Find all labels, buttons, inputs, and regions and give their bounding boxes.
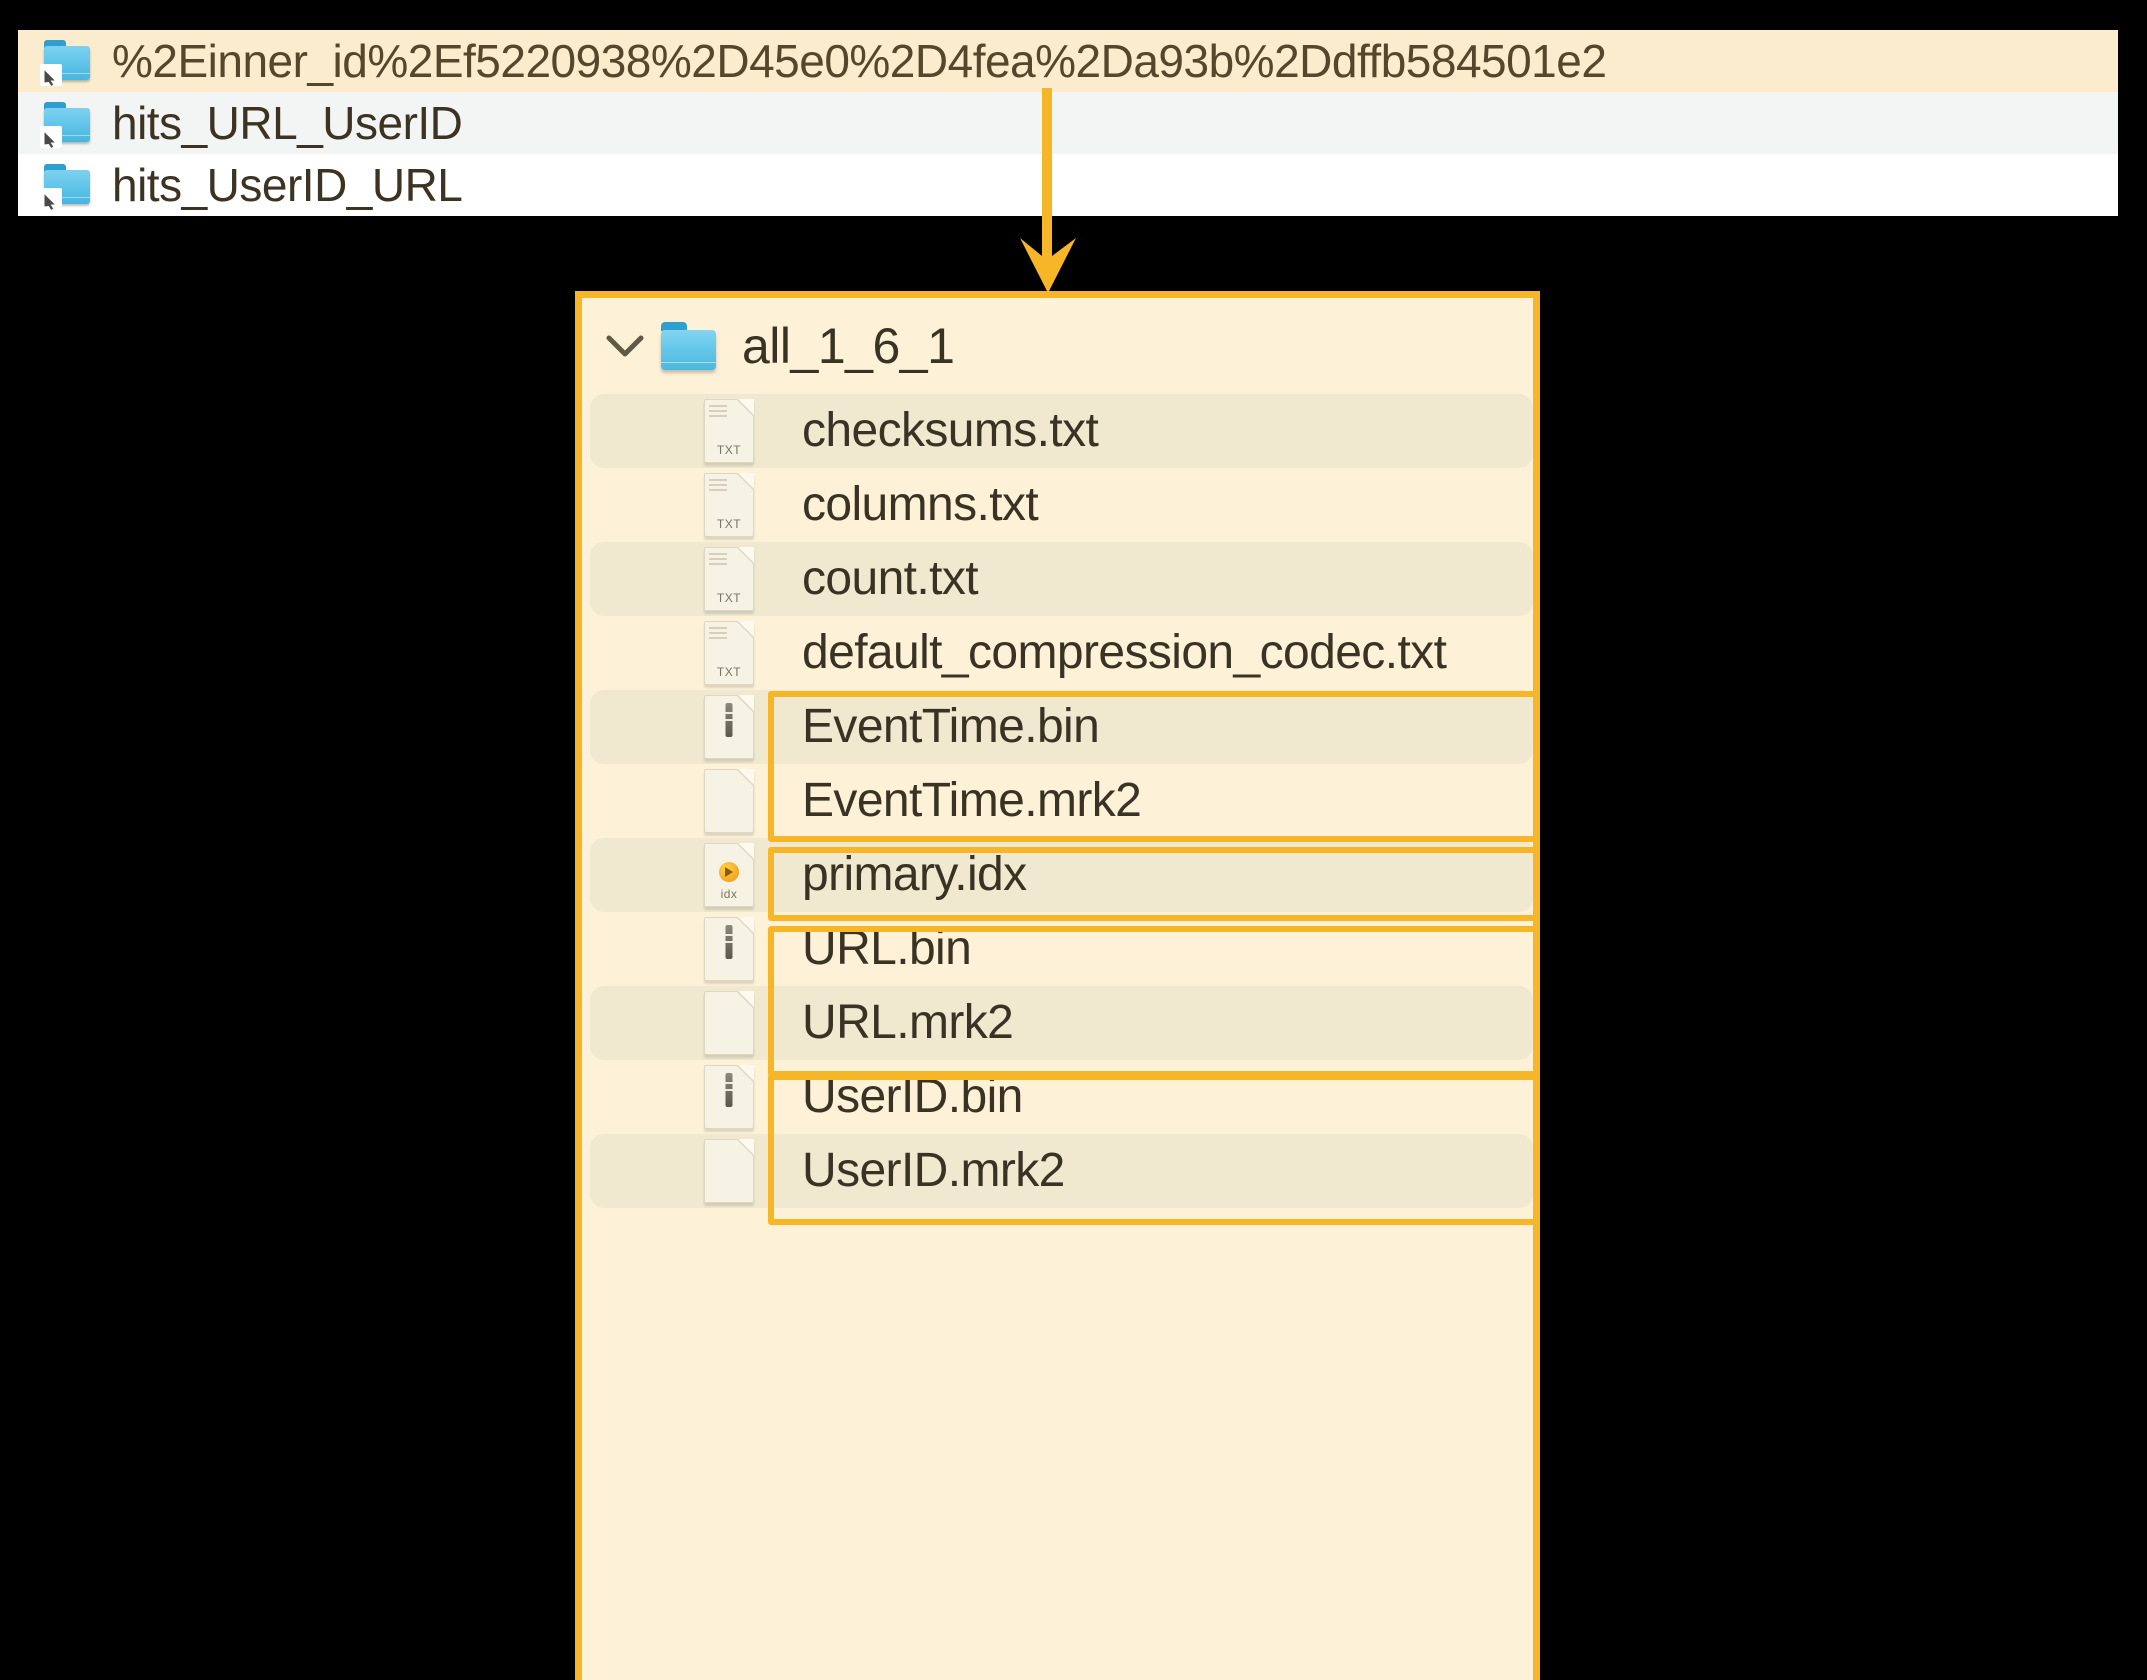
file-name-label: EventTime.mrk2 (802, 774, 1142, 827)
file-row[interactable]: EventTime.bin (590, 690, 1533, 764)
file-row[interactable]: TXT columns.txt (582, 468, 1533, 542)
folder-header-row[interactable]: all_1_6_1 (582, 298, 1533, 394)
file-name-label: primary.idx (802, 848, 1027, 901)
file-row[interactable]: TXT default_compression_codec.txt (582, 616, 1533, 690)
file-row[interactable]: TXT checksums.txt (590, 394, 1533, 468)
list-item-label: hits_URL_UserID (112, 97, 463, 149)
txt-file-icon: TXT (704, 547, 754, 611)
bin-file-icon (704, 1065, 754, 1129)
file-name-label: UserID.bin (802, 1070, 1023, 1123)
down-arrow-annotation (990, 88, 1110, 308)
down-arrow-icon (1020, 88, 1076, 293)
folder-name-label: all_1_6_1 (742, 318, 955, 374)
list-item-label: %2Einner_id%2Ef5220938%2D45e0%2D4fea%2Da… (112, 35, 1607, 87)
file-name-label: count.txt (802, 552, 979, 605)
file-row[interactable]: TXT count.txt (590, 542, 1533, 616)
top-file-list: %2Einner_id%2Ef5220938%2D45e0%2D4fea%2Da… (18, 30, 2118, 216)
file-name-label: default_compression_codec.txt (802, 626, 1447, 679)
list-item-label: hits_UserID_URL (112, 159, 463, 211)
bin-file-icon (704, 917, 754, 981)
file-row[interactable]: URL.mrk2 (590, 986, 1533, 1060)
list-item[interactable]: hits_UserID_URL (18, 154, 2118, 216)
detail-panel: all_1_6_1 TXT checksums.txt TXT columns.… (575, 291, 1540, 1680)
idx-file-icon: idx (704, 843, 754, 907)
file-name-label: URL.mrk2 (802, 996, 1014, 1049)
file-name-label: UserID.mrk2 (802, 1144, 1065, 1197)
file-name-label: columns.txt (802, 478, 1039, 531)
file-row[interactable]: EventTime.mrk2 (582, 764, 1533, 838)
txt-file-icon: TXT (704, 473, 754, 537)
file-row[interactable]: idx primary.idx (590, 838, 1533, 912)
folder-shortcut-icon (40, 100, 94, 148)
folder-shortcut-icon (40, 162, 94, 210)
mrk2-file-icon (704, 991, 754, 1055)
folder-icon (660, 322, 718, 370)
file-row[interactable]: UserID.bin (582, 1060, 1533, 1134)
file-row[interactable]: URL.bin (582, 912, 1533, 986)
folder-shortcut-icon (40, 38, 94, 86)
mrk2-file-icon (704, 1139, 754, 1203)
list-item[interactable]: hits_URL_UserID (18, 92, 2118, 154)
bin-file-icon (704, 695, 754, 759)
file-name-label: checksums.txt (802, 404, 1099, 457)
txt-file-icon: TXT (704, 399, 754, 463)
txt-file-icon: TXT (704, 621, 754, 685)
chevron-down-icon[interactable] (604, 333, 646, 359)
file-row[interactable]: UserID.mrk2 (590, 1134, 1533, 1208)
mrk2-file-icon (704, 769, 754, 833)
file-name-label: EventTime.bin (802, 700, 1100, 753)
file-name-label: URL.bin (802, 922, 972, 975)
list-item[interactable]: %2Einner_id%2Ef5220938%2D45e0%2D4fea%2Da… (18, 30, 2118, 92)
